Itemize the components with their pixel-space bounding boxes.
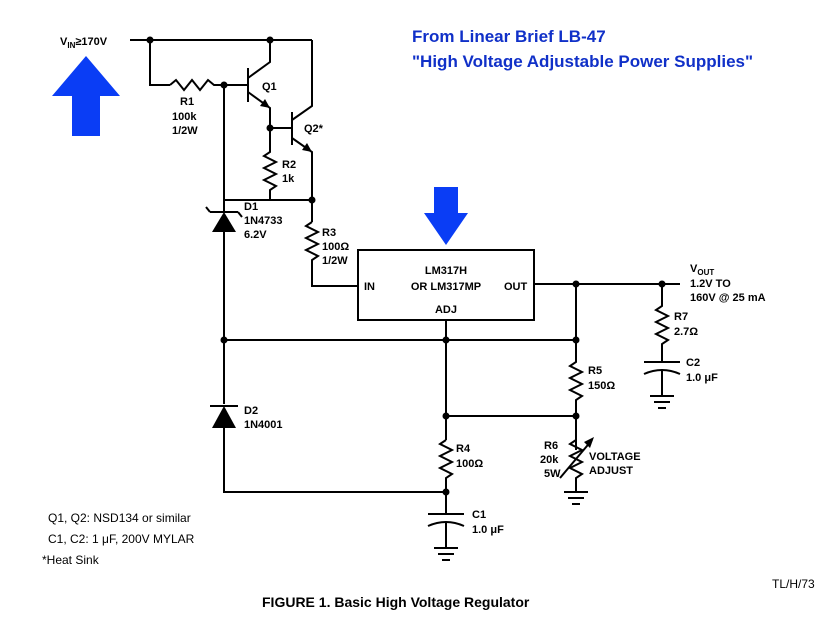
regulator-alt-name: OR LM317MP: [411, 281, 481, 293]
input-rail: [130, 36, 312, 86]
regulator-name: LM317H: [425, 265, 467, 277]
note-heat-sink: *Heat Sink: [42, 553, 100, 567]
up-arrow-icon: [52, 56, 120, 136]
regulator-out-pin: OUT: [504, 281, 528, 293]
capacitor-c1: [427, 492, 465, 561]
regulator-in-pin: IN: [364, 281, 375, 293]
diode-d2: [210, 340, 450, 496]
transistor-q1: [247, 40, 271, 128]
adj-node: [442, 412, 580, 420]
zener-diode-d1: [205, 200, 243, 232]
capacitor-c2: [643, 361, 681, 409]
header-line-1: From Linear Brief LB-47: [412, 27, 606, 46]
potentiometer-r6: [559, 437, 594, 492]
resistor-r2: [261, 128, 279, 200]
resistor-r1: [169, 78, 248, 92]
resistor-r3: [303, 221, 358, 287]
resistor-r5: [567, 284, 585, 450]
ground-r6: [564, 491, 588, 505]
regulator-adj-pin: ADJ: [435, 304, 457, 316]
ref-code: TL/H/73: [772, 577, 815, 591]
resistor-r4: [437, 439, 455, 512]
output-rail: [534, 280, 680, 288]
header-line-2: "High Voltage Adjustable Power Supplies": [412, 52, 753, 71]
transistor-q2: [291, 40, 313, 200]
q1-label: Q1: [262, 81, 277, 93]
middle-rail: [220, 336, 580, 344]
r2-r3-node: [224, 196, 316, 222]
vin-label: VIN≥170V: [60, 36, 108, 50]
note-transistors: Q1, Q2: NSD134 or similar: [48, 511, 191, 525]
figure-caption: FIGURE 1. Basic High Voltage Regulator: [262, 594, 530, 610]
note-capacitors: C1, C2: 1 μF, 200V MYLAR: [48, 532, 195, 546]
down-arrow-icon: [424, 187, 468, 245]
resistor-r7: [653, 284, 671, 362]
regulator-lm317: [357, 249, 535, 321]
q2-label: Q2*: [304, 123, 324, 135]
